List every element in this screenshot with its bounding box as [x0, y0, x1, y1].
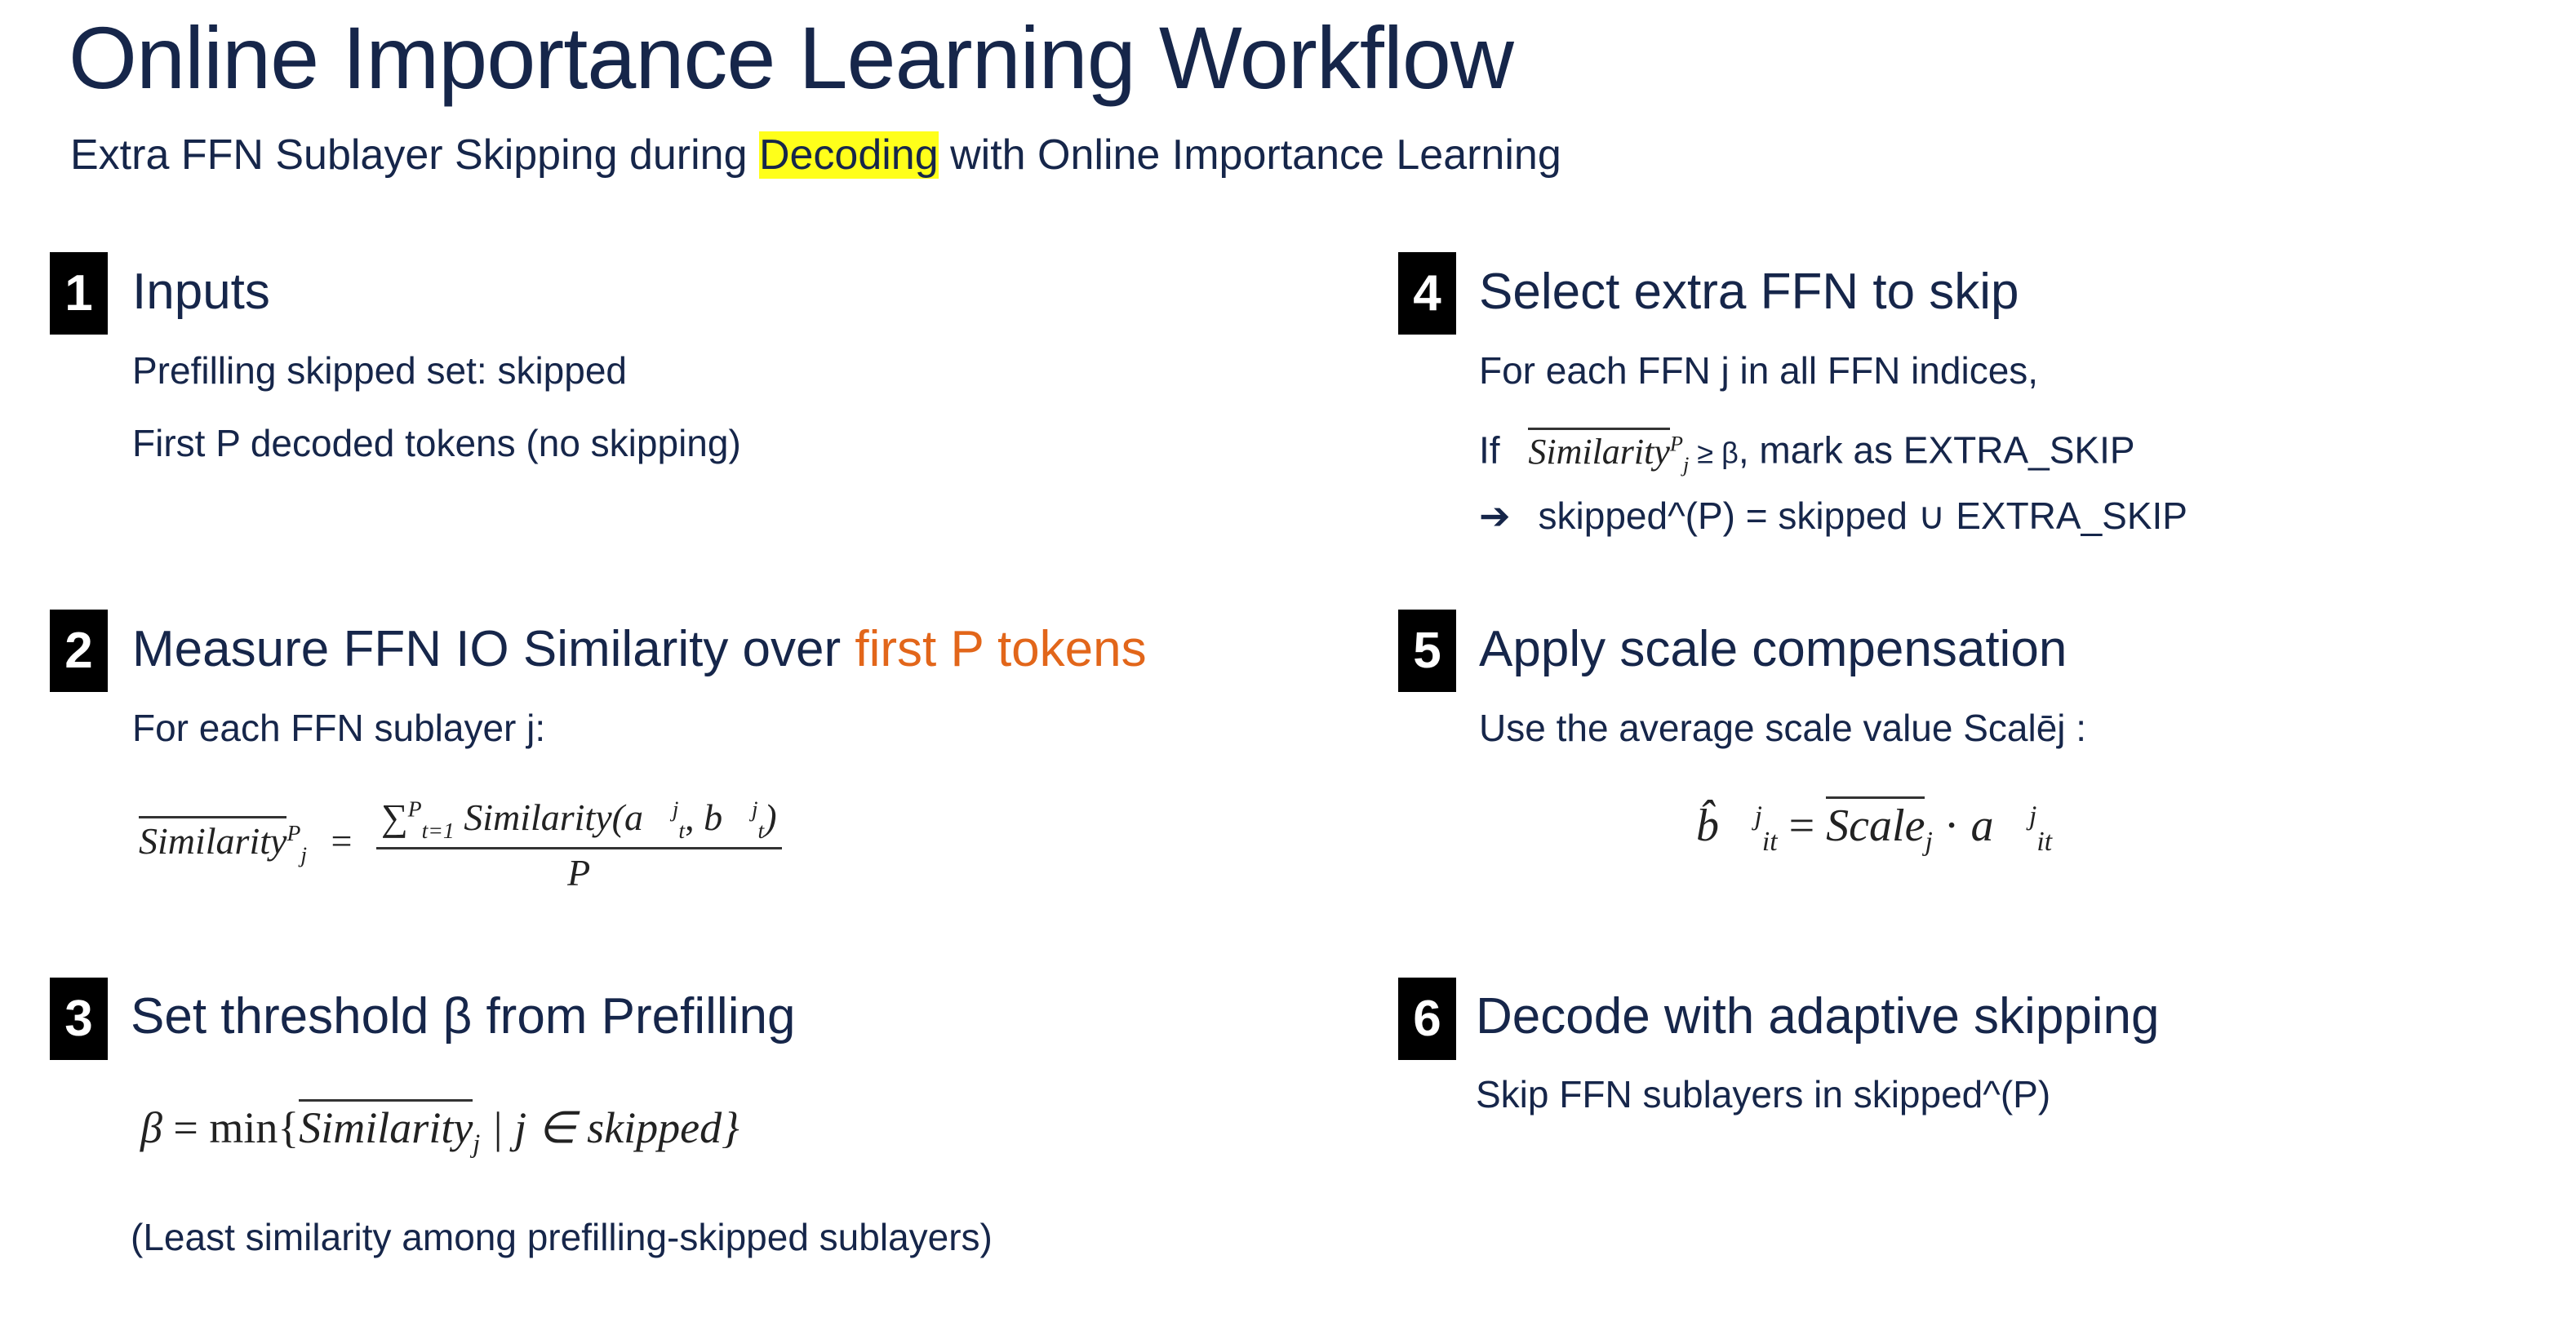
step-4-line: For each FFN j in all FFN indices,	[1479, 349, 2039, 392]
formula-term: a⃗	[624, 796, 673, 838]
formula-sub: it	[2036, 827, 2053, 858]
heading-text: Measure FFN IO Similarity over	[132, 621, 855, 677]
formula-dot: ·	[1932, 801, 1971, 851]
step-3-heading: Set threshold β from Prefilling	[131, 988, 796, 1044]
condition-if: If	[1479, 428, 1500, 472]
subtitle-text: Extra FFN Sublayer Skipping during	[70, 131, 759, 179]
formula-sub: j	[1925, 827, 1933, 858]
step-5-heading: Apply scale compensation	[1479, 621, 2067, 677]
step-1-line: Prefilling skipped set: skipped	[132, 349, 627, 392]
formula-sup: j	[1754, 801, 1762, 832]
formula-sup: j	[2029, 801, 2037, 832]
step-6-line: Skip FFN sublayers in skipped^(P)	[1476, 1073, 2051, 1115]
arrow-right-icon: ➔	[1479, 495, 1511, 537]
subtitle-highlight: Decoding	[758, 131, 939, 179]
formula-sub: t=1	[421, 818, 455, 844]
formula-sup: P	[407, 796, 422, 822]
step-2-heading: Measure FFN IO Similarity over first P t…	[132, 617, 1147, 682]
formula-sub: j	[1683, 451, 1690, 477]
step-4-condition: If SimilarityPj ≥ β, mark as EXTRA_SKIP	[1479, 419, 2135, 488]
formula-term: b̂⃗	[1696, 801, 1755, 851]
step-2-badge: 2	[50, 610, 108, 692]
sum-symbol: ∑	[380, 796, 408, 838]
step-5-badge: 5	[1398, 610, 1456, 692]
step-5-line: Use the average scale value Scalēj :	[1479, 707, 2087, 749]
heading-accent: first P tokens	[855, 621, 1147, 677]
formula-term: ,	[685, 796, 704, 838]
formula-term: Scale	[1826, 796, 1925, 851]
threshold-formula: β = min{Similarityj | j ∈ skipped}	[140, 1099, 739, 1160]
formula-term: Similarity	[139, 816, 287, 863]
formula-term: β	[140, 1103, 162, 1152]
step-1-heading: Inputs	[132, 264, 270, 320]
page-title: Online Importance Learning Workflow	[69, 8, 1514, 107]
formula-sup: P	[286, 819, 301, 845]
formula-sub: t	[757, 818, 765, 844]
step-1-badge: 1	[50, 252, 108, 335]
formula-sub: it	[1761, 827, 1778, 858]
step-4-result: ➔ skipped^(P) = skipped ∪ EXTRA_SKIP	[1479, 491, 2187, 540]
formula-sup: j	[751, 796, 758, 822]
step-1-line: First P decoded tokens (no skipping)	[132, 422, 741, 464]
subtitle-text: with Online Importance Learning	[938, 131, 1561, 179]
formula-term: = min{	[162, 1103, 300, 1152]
step-2-line: For each FFN sublayer j:	[132, 707, 546, 749]
step-4-heading: Select extra FFN to skip	[1479, 264, 2019, 320]
formula-term: a⃗	[1970, 801, 2030, 851]
formula-term: Similarity	[1528, 427, 1670, 472]
formula-term: Similarity(	[464, 796, 624, 838]
step-6-heading: Decode with adaptive skipping	[1476, 988, 2160, 1044]
formula-eq: =	[1777, 801, 1827, 851]
formula-fraction: ∑Pt=1 Similarity(a⃗jt, b⃗jt) P	[375, 796, 782, 894]
formula-sub: j	[300, 841, 307, 867]
formula-term: | j ∈ skipped}	[480, 1103, 739, 1152]
step-4-badge: 4	[1398, 252, 1456, 335]
formula-relation: ≥ β	[1689, 436, 1739, 470]
similarity-formula: SimilarityPj = ∑Pt=1 Similarity(a⃗jt, b⃗…	[139, 796, 782, 894]
formula-sup: P	[1669, 431, 1684, 455]
step-6-badge: 6	[1398, 978, 1456, 1060]
formula-term: b⃗	[704, 796, 752, 838]
formula-eq: =	[331, 820, 353, 863]
step-3-badge: 3	[50, 978, 108, 1060]
formula-sub: j	[473, 1129, 481, 1159]
formula-term: )	[764, 796, 777, 838]
step-3-note: (Least similarity among prefilling-skipp…	[131, 1216, 993, 1258]
formula-sub: t	[678, 818, 686, 844]
formula-denominator: P	[567, 852, 591, 894]
page-subtitle: Extra FFN Sublayer Skipping during Decod…	[70, 131, 1561, 180]
condition-action: , mark as EXTRA_SKIP	[1738, 428, 2135, 472]
formula-sup: j	[672, 796, 679, 822]
scale-formula: b̂⃗jit = Scalej · a⃗jit	[1696, 796, 2053, 858]
formula-term: Similarity	[299, 1099, 473, 1152]
result-text: skipped^(P) = skipped ∪ EXTRA_SKIP	[1538, 495, 2187, 537]
